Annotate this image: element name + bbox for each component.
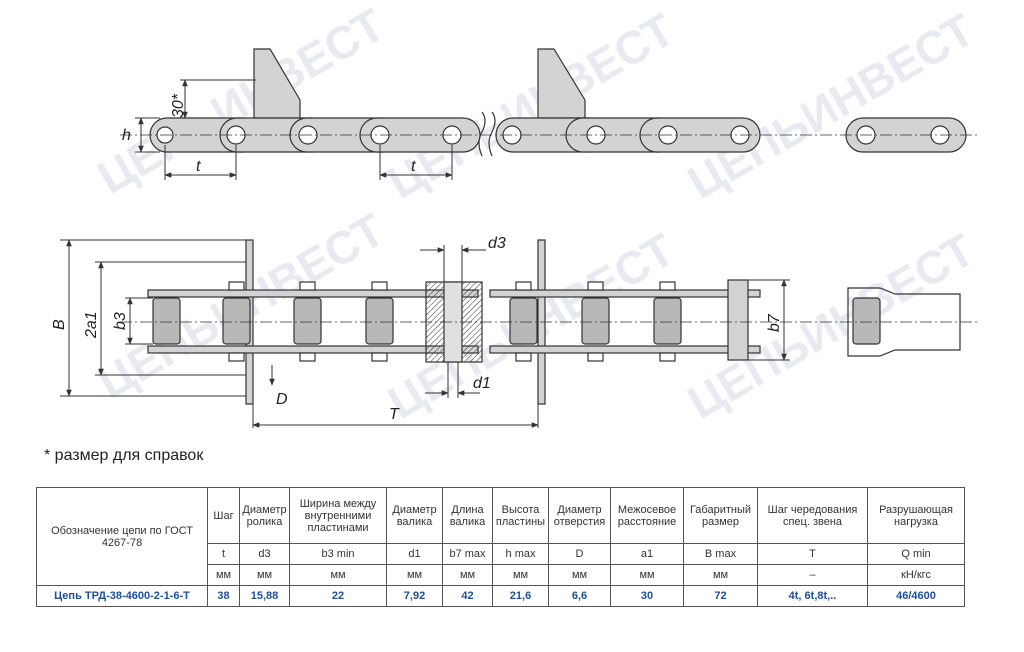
watermark-text: ЦЕПЬИНВЕСТ: [679, 3, 983, 208]
value-cell: 21,6: [492, 585, 549, 607]
table-header-row: Обозначение цепи по ГОСТ 4267-78 Шаг Диа…: [36, 487, 965, 586]
header-cell: Межосевое расстояние: [610, 487, 684, 544]
header-cell: Диаметр валика: [386, 487, 443, 544]
symbol-cell: Q min: [867, 543, 965, 565]
watermark-layer: ЦЕПЬИНВЕСТ ЦЕПЬИНВЕСТ ЦЕПЬИНВЕСТ ЦЕПЬИНВ…: [89, 0, 983, 429]
table-unit-row: мм мм мм мм мм мм мм мм мм – кН/кгс: [37, 564, 965, 586]
symbol-cell: d1: [386, 543, 443, 565]
label-b3: b3: [112, 312, 129, 330]
header-cell: Диаметр отверстия: [548, 487, 611, 544]
unit-cell: мм: [207, 564, 240, 586]
symbol-cell: b3 min: [289, 543, 387, 565]
symbol-cell: a1: [610, 543, 684, 565]
unit-cell: мм: [289, 564, 387, 586]
value-cell: 30: [610, 585, 684, 607]
chain-technical-drawing: ЦЕПЬИНВЕСТ ЦЕПЬИНВЕСТ ЦЕПЬИНВЕСТ ЦЕПЬИНВ…: [51, 0, 983, 429]
watermark-text: ЦЕПЬИНВЕСТ: [379, 3, 683, 208]
table-symbol-row: t d3 b3 min d1 b7 max h max D a1 B max T…: [37, 543, 965, 565]
symbol-cell: b7 max: [442, 543, 493, 565]
chain-spec-table: Обозначение цепи по ГОСТ 4267-78 Шаг Диа…: [36, 487, 965, 607]
unit-cell: кН/кгс: [867, 564, 965, 586]
watermark-text: ЦЕПЬИНВЕСТ: [679, 223, 983, 428]
label-2a1: 2a1: [83, 311, 100, 339]
value-cell: 42: [442, 585, 493, 607]
symbol-cell: T: [757, 543, 868, 565]
unit-cell: мм: [239, 564, 290, 586]
header-cell: Диаметр ролика: [239, 487, 290, 544]
unit-cell: мм: [386, 564, 443, 586]
reference-note: * размер для справок: [44, 447, 204, 464]
symbol-cell: h max: [492, 543, 549, 565]
header-cell: Габаритный размер: [683, 487, 758, 544]
table-row: Цепь ТРД-38-4600-2-1-6-Т 38 15,88 22 7,9…: [36, 585, 965, 607]
label-d3: d3: [488, 235, 506, 252]
label-h: h: [122, 127, 131, 144]
label-d1: d1: [473, 375, 491, 392]
value-cell: 46/4600: [867, 585, 965, 607]
label-b7: b7: [766, 313, 783, 332]
header-cell: Шаг чередования спец. звена: [757, 487, 868, 544]
bottom-dimensions: [60, 239, 790, 428]
top-dimensions: [135, 79, 453, 180]
value-cell: 4t, 6t,8t,..: [757, 585, 868, 607]
label-t-left: t: [196, 158, 201, 175]
value-cell: 15,88: [239, 585, 290, 607]
unit-cell: мм: [683, 564, 758, 586]
value-cell: 6,6: [548, 585, 611, 607]
symbol-cell: d3: [239, 543, 290, 565]
value-cell: 38: [207, 585, 240, 607]
header-cell: Обозначение цепи по ГОСТ 4267-78: [36, 487, 208, 586]
header-cell: Разрушающая нагрузка: [867, 487, 965, 544]
unit-cell: мм: [442, 564, 493, 586]
symbol-cell: B max: [683, 543, 758, 565]
label-30: 30*: [170, 93, 187, 118]
label-t-right: t: [411, 158, 416, 175]
header-cell: Высота пластины: [492, 487, 549, 544]
unit-cell: мм: [548, 564, 611, 586]
header-cell: Шаг: [207, 487, 240, 544]
label-D: D: [276, 391, 288, 408]
value-cell: 22: [289, 585, 387, 607]
unit-cell: мм: [492, 564, 549, 586]
label-T: T: [389, 406, 400, 423]
unit-cell: мм: [610, 564, 684, 586]
header-cell: Длина валика: [442, 487, 493, 544]
watermark-text: ЦЕПЬИНВЕСТ: [89, 0, 393, 204]
symbol-cell: t: [207, 543, 240, 565]
symbol-cell: D: [548, 543, 611, 565]
label-B: B: [51, 319, 68, 330]
header-cell: Ширина между внутренними пластинами: [289, 487, 387, 544]
unit-cell: –: [757, 564, 868, 586]
value-cell: 7,92: [386, 585, 443, 607]
chain-name-cell: Цепь ТРД-38-4600-2-1-6-Т: [36, 585, 208, 607]
value-cell: 72: [683, 585, 758, 607]
